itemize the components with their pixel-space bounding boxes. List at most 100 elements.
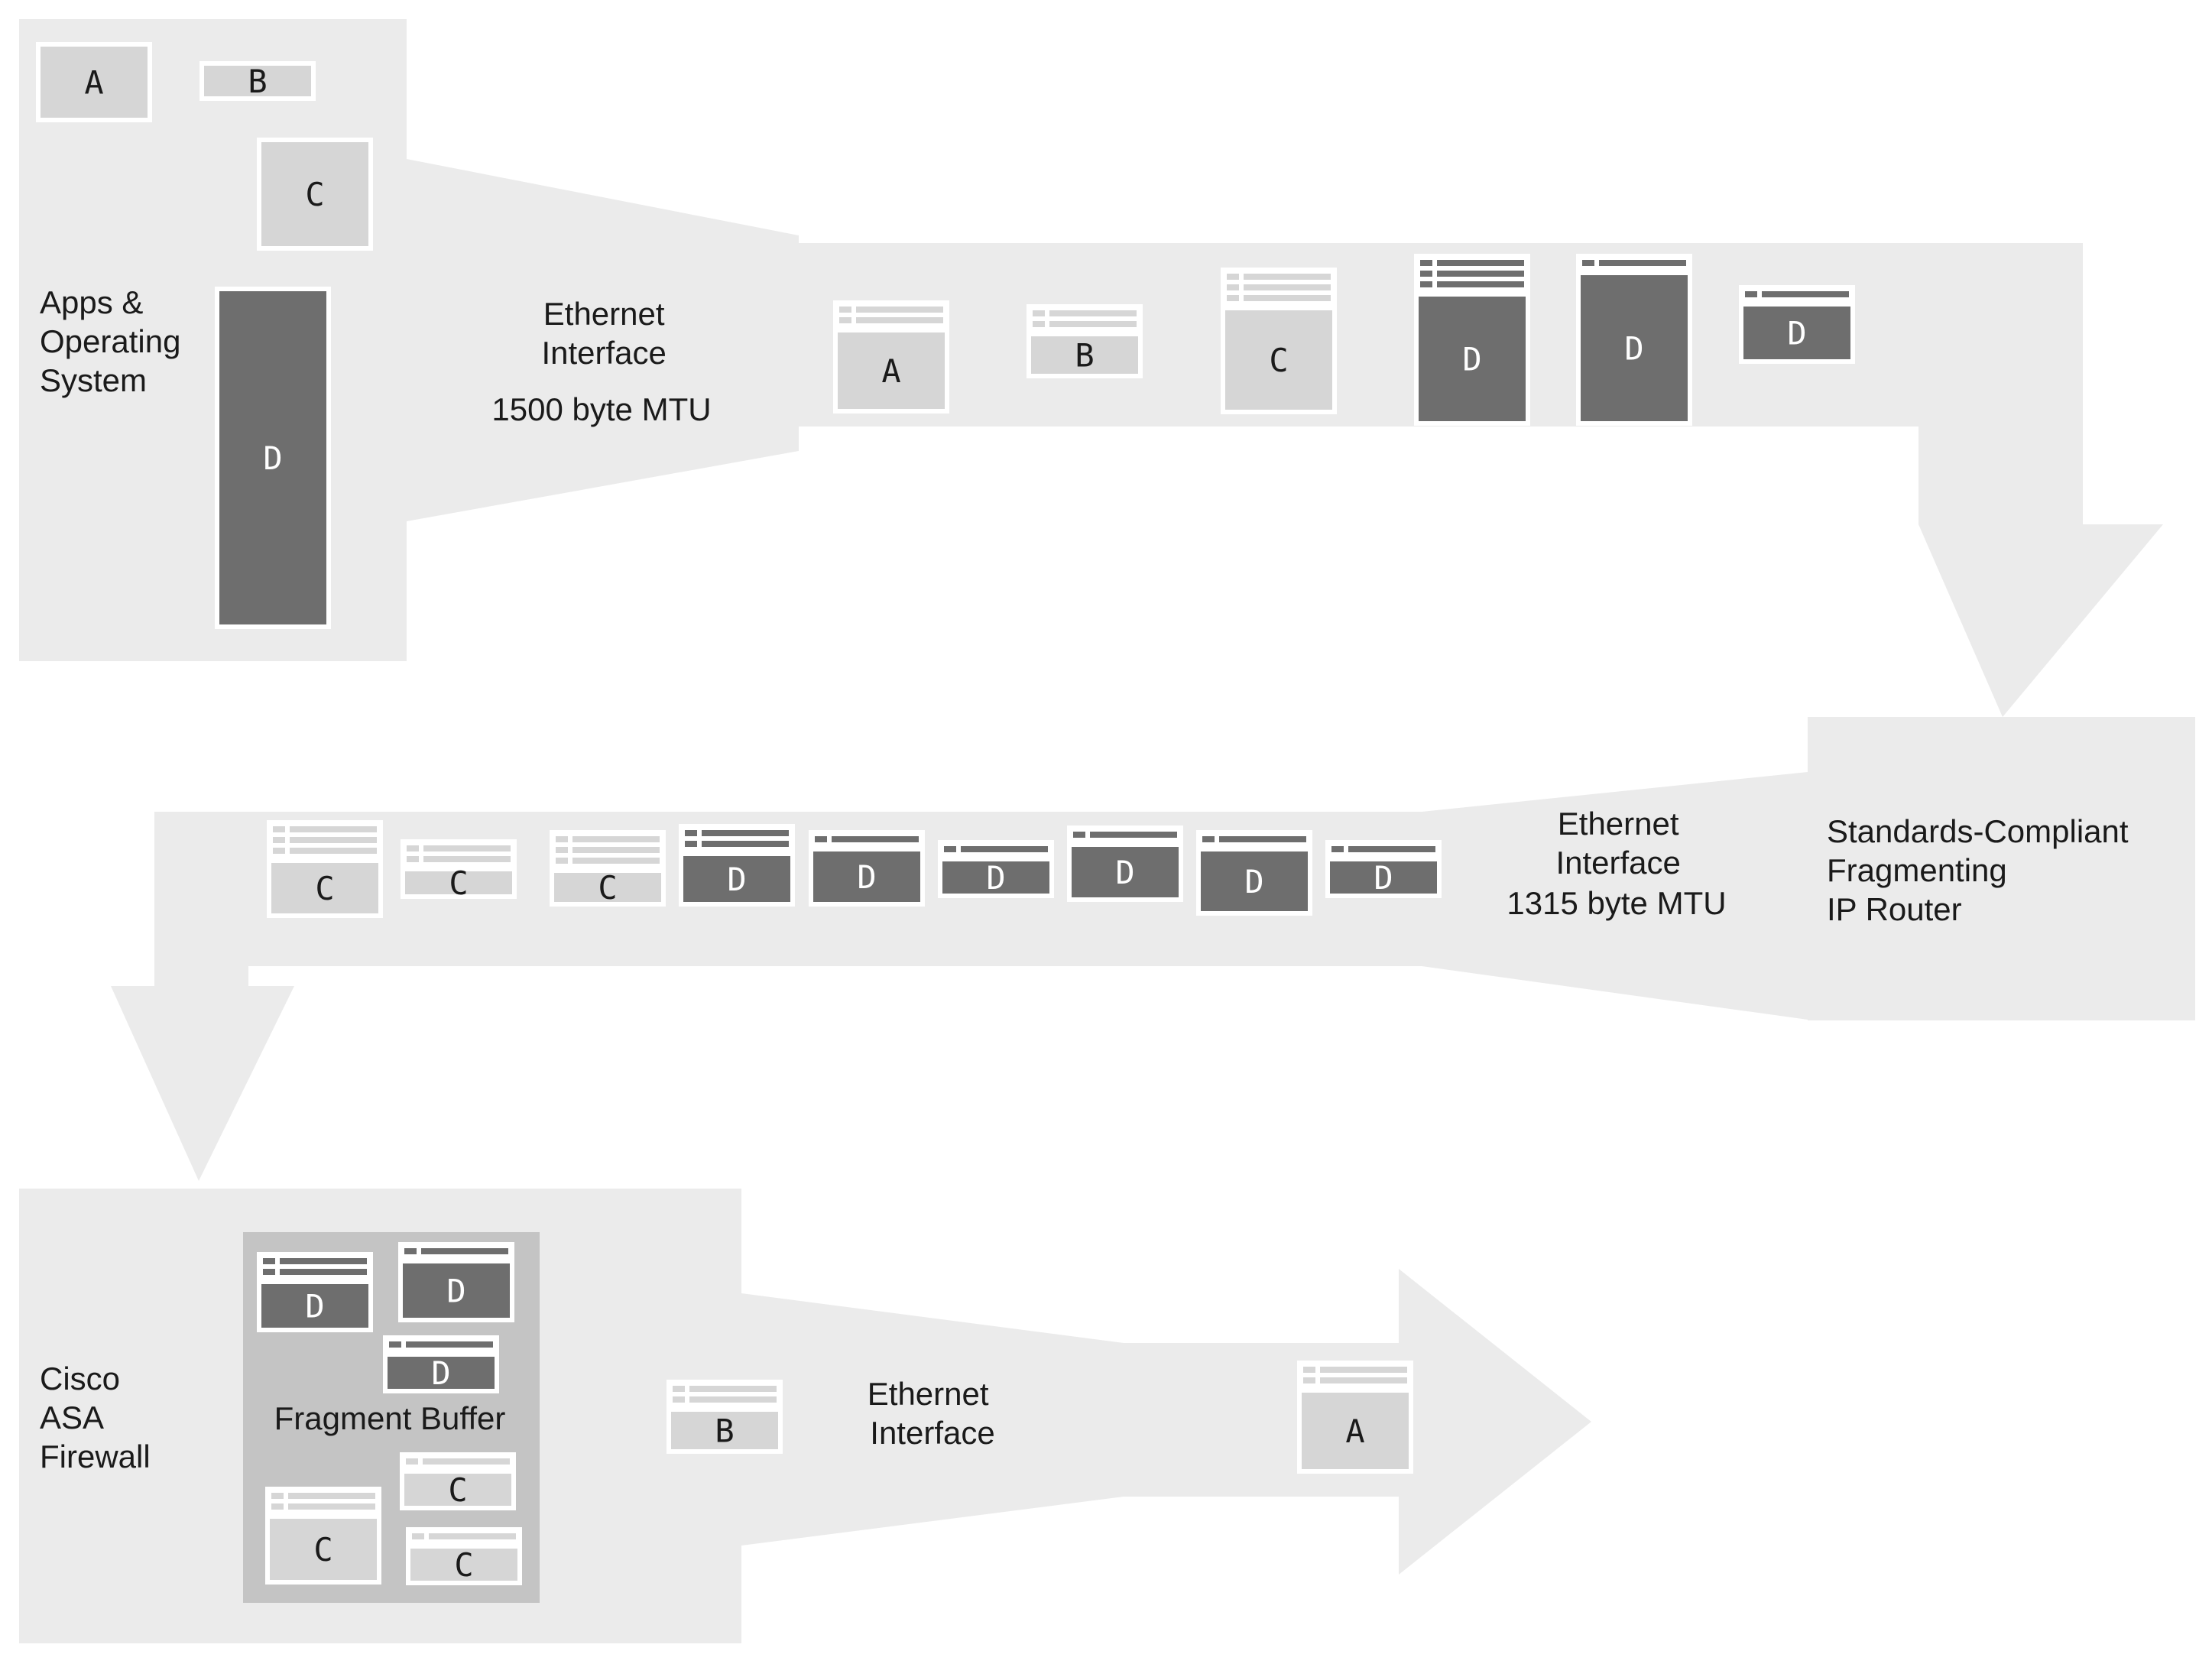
buffer-c-2-body	[270, 1519, 377, 1580]
packet-d-frag-2-body	[1581, 275, 1688, 421]
iface3-label: Ethernet Interface	[868, 1376, 997, 1451]
packet-c: C	[1221, 268, 1337, 414]
packet-d-frag-2-letter: D	[1624, 330, 1643, 368]
ip-header-icon	[556, 836, 660, 864]
diagram-labels: Apps & Operating System Ethernet Interfa…	[40, 284, 2137, 1474]
ip-header-icon	[1745, 291, 1849, 297]
frag-d-5-body	[1201, 851, 1308, 911]
buffer-d-3-letter: D	[431, 1354, 450, 1392]
frag-c-1-body	[271, 863, 378, 913]
ip-header-icon	[1073, 832, 1177, 838]
frag-d-5-letter: D	[1244, 863, 1263, 900]
ip-header-icon	[839, 307, 943, 323]
buffer-d-3-body	[388, 1357, 495, 1389]
out-b-body	[671, 1412, 778, 1449]
packet-a-letter: A	[881, 352, 900, 390]
frag-d-3-letter: D	[986, 859, 1005, 897]
data-b-body	[204, 66, 311, 96]
frag-c-3-body	[554, 873, 661, 902]
ip-header-icon	[406, 1458, 510, 1465]
ip-header-icon	[263, 1258, 367, 1275]
packet-d-frag-3-letter: D	[1787, 315, 1806, 352]
packet-d-frag-1: D	[1414, 254, 1530, 426]
frag-d-1-letter: D	[727, 861, 746, 898]
frag-c-3-letter: C	[598, 869, 617, 907]
data-a-body	[41, 47, 148, 118]
data-c-letter: C	[305, 176, 324, 213]
ip-header-icon	[944, 846, 1048, 852]
out-b: B	[667, 1380, 783, 1454]
ip-header-icon	[1582, 260, 1686, 266]
frag-d-3: D	[938, 840, 1054, 898]
ip-header-icon	[685, 830, 789, 847]
buffer-c-1-letter: C	[448, 1471, 467, 1509]
packet-a-body	[838, 332, 945, 409]
ip-header-icon	[1202, 836, 1306, 842]
data-d-body	[219, 291, 326, 624]
data-d: D	[215, 287, 331, 629]
ip-header-icon	[1227, 274, 1331, 301]
packet-a: A	[833, 300, 949, 414]
router-label: Standards-Compliant Fragmenting IP Route…	[1827, 813, 2137, 927]
buffer-d-3: D	[383, 1335, 499, 1393]
packet-d-frag-3: D	[1739, 285, 1855, 364]
buffer-c-1-body	[404, 1474, 511, 1506]
data-c: C	[257, 138, 373, 251]
frag-d-4: D	[1067, 826, 1183, 902]
frag-d-2-letter: D	[857, 858, 876, 896]
ip-header-icon	[1033, 310, 1137, 327]
buffer-c-3-body	[410, 1549, 517, 1581]
frag-c-2: C	[401, 839, 517, 902]
ip-header-icon	[404, 1248, 508, 1254]
out-a-body	[1302, 1393, 1409, 1469]
data-a: A	[36, 42, 152, 122]
packet-b: B	[1027, 304, 1143, 378]
packet-b-letter: B	[1075, 337, 1094, 375]
data-d-letter: D	[263, 440, 282, 477]
buffer-d-1-body	[261, 1284, 368, 1328]
data-c-body	[261, 142, 368, 246]
ip-header-icon	[271, 1493, 375, 1510]
os-label: Apps & Operating System	[40, 284, 190, 398]
frag-c-3: C	[550, 830, 666, 907]
packet-b-body	[1031, 336, 1138, 374]
packet-c-body	[1225, 310, 1332, 410]
frag-d-4-letter: D	[1115, 854, 1134, 891]
ip-header-icon	[389, 1341, 493, 1348]
out-a-letter: A	[1345, 1413, 1364, 1450]
ip-header-icon	[407, 845, 511, 862]
frag-d-6-letter: D	[1374, 859, 1393, 897]
out-a: A	[1297, 1361, 1413, 1474]
frag-d-6: D	[1325, 840, 1442, 898]
frag-d-4-body	[1072, 847, 1179, 897]
packet-c-letter: C	[1269, 342, 1288, 379]
buffer-c-2: C	[265, 1487, 381, 1585]
firewall-label: Cisco ASA Firewall	[40, 1361, 151, 1474]
packet-d-frag-1-body	[1419, 297, 1526, 421]
ip-header-icon	[273, 826, 377, 854]
frag-c-1: C	[267, 820, 383, 918]
buffer-c-1: C	[400, 1452, 516, 1510]
data-b-letter: B	[248, 63, 267, 100]
frag-c-1-letter: C	[315, 870, 334, 907]
buffer-d-1-letter: D	[305, 1288, 324, 1325]
frag-d-5: D	[1196, 830, 1312, 916]
frag-d-2-body	[813, 851, 920, 902]
ip-header-icon	[1303, 1367, 1407, 1383]
packet-d-frag-2: D	[1576, 254, 1692, 426]
data-b: B	[199, 61, 316, 101]
router-box	[1808, 717, 2195, 1020]
frag-c-2-letter: C	[449, 864, 468, 902]
frag-d-6-body	[1330, 861, 1437, 894]
ip-header-icon	[412, 1533, 516, 1539]
ip-header-icon	[1331, 846, 1435, 852]
ip-header-icon	[1420, 260, 1524, 287]
frag-d-3-body	[942, 861, 1049, 894]
buffer-d-2-letter: D	[446, 1273, 465, 1310]
iface2-label: Ethernet Interface 1315 byte MTU	[1507, 806, 1726, 921]
frag-c-2-body	[405, 871, 512, 894]
iface1-label: Ethernet Interface 1500 byte MTU	[491, 296, 711, 427]
frag-d-2: D	[809, 830, 925, 907]
